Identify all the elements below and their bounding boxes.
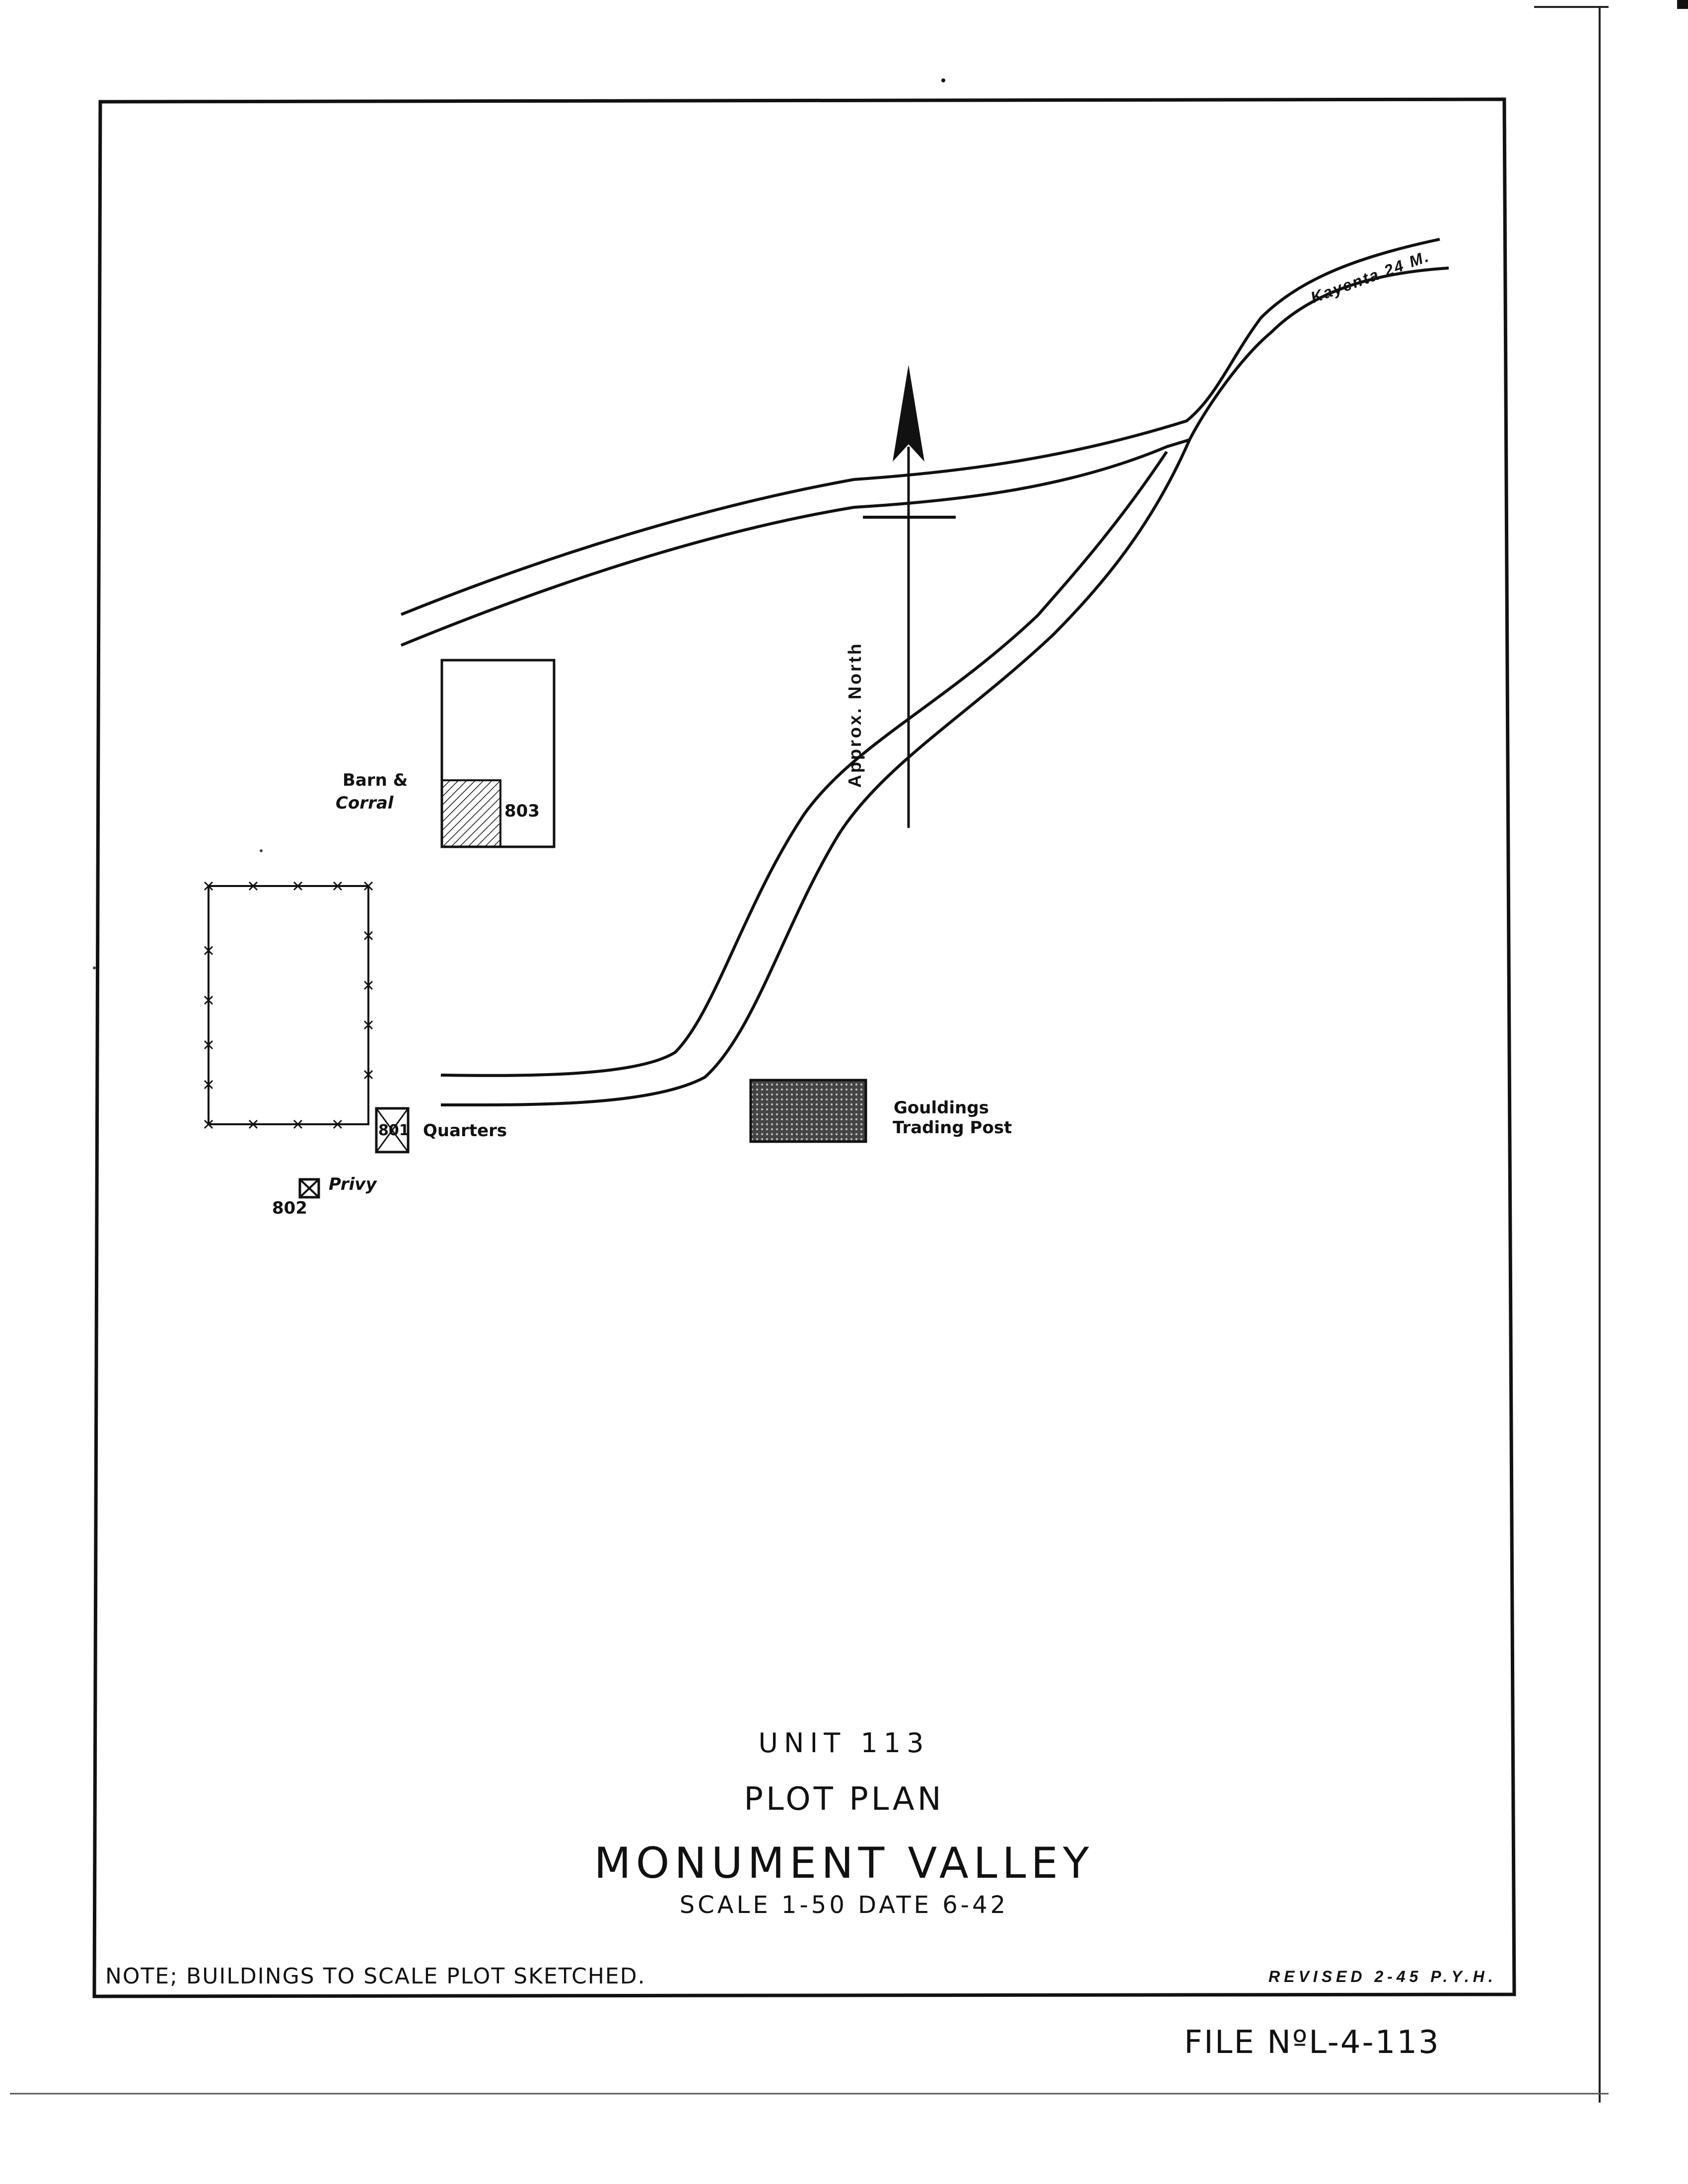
north-label: Approx. North (844, 642, 865, 788)
corner-mark (1677, 0, 1688, 9)
scan-speck (941, 78, 945, 82)
unit-number: UNIT 113 (758, 1727, 930, 1759)
quarters-number: 801 (378, 1122, 410, 1139)
barn-803-hatched (441, 779, 501, 848)
scale-and-date: SCALE 1-50 DATE 6-42 (679, 1891, 1009, 1919)
barn-label: Barn & (343, 770, 408, 790)
drawing-border (92, 97, 1516, 1998)
trading-post-label-line2: Trading Post (893, 1118, 1012, 1138)
scan-speck (93, 966, 96, 969)
road-edge-upper (400, 238, 1440, 616)
quarters-label: Quarters (423, 1121, 507, 1141)
file-number: FILE NºL-4-113 (1184, 2024, 1440, 2061)
quarters-801-cross (375, 1108, 409, 1153)
branch-road-edge-left (440, 451, 1168, 1077)
privy-802-box (298, 1178, 320, 1199)
plan-type: PLOT PLAN (744, 1781, 944, 1818)
revision-mark: REVISED 2-45 P.Y.H. (1268, 1968, 1497, 1985)
branch-road-edge-right (440, 439, 1191, 1107)
north-arrow-icon (893, 365, 924, 462)
trading-post-building (749, 1079, 867, 1143)
fenced-yard (204, 881, 373, 1129)
privy-number: 802 (272, 1198, 307, 1218)
barn-number: 803 (504, 801, 540, 821)
privy-802-cross (299, 1178, 320, 1198)
road-edge-lower (400, 267, 1449, 647)
trading-post-label: Gouldings (894, 1098, 989, 1118)
privy-label: Privy (329, 1174, 377, 1194)
site-name: MONUMENT VALLEY (594, 1839, 1094, 1888)
barn-label-line2: Corral (336, 793, 394, 813)
quarters-801-box (375, 1107, 410, 1154)
scan-speck (260, 849, 263, 852)
drawing-note: NOTE; BUILDINGS TO SCALE PLOT SKETCHED. (105, 1964, 646, 1989)
